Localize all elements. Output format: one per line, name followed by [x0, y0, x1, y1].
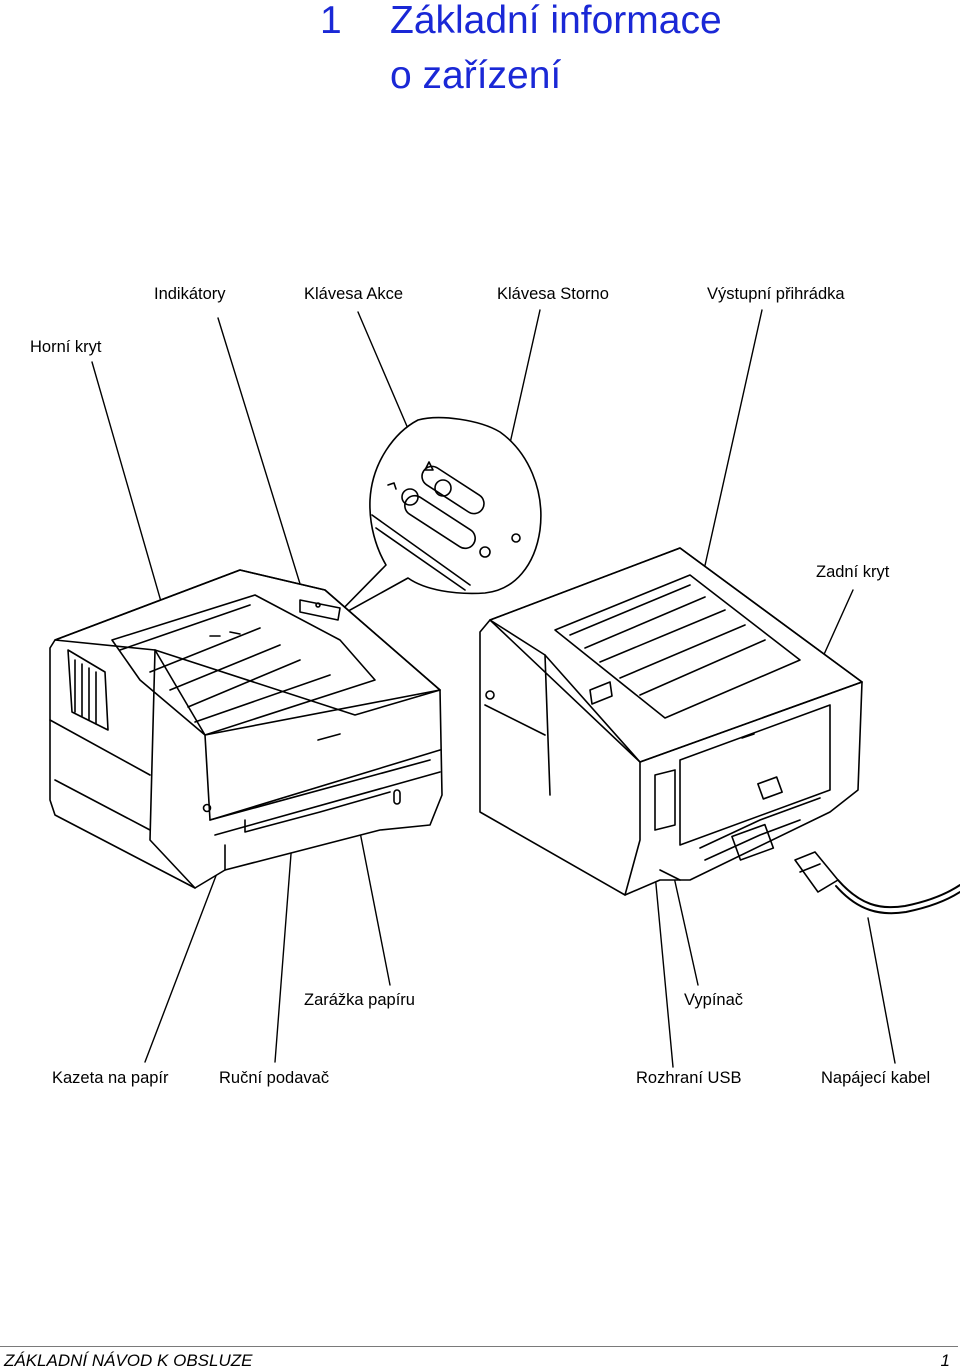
label-output-tray: Výstupní přihrádka	[707, 285, 845, 303]
chapter-number: 1	[320, 0, 342, 42]
label-indicators: Indikátory	[154, 285, 226, 303]
label-paper-stopper: Zarážka papíru	[304, 991, 415, 1009]
page-number: 1	[940, 1351, 950, 1370]
footer-title: ZÁKLADNÍ NÁVOD K OBSLUZE	[4, 1351, 253, 1370]
label-cancel-key: Klávesa Storno	[497, 285, 609, 303]
label-action-key: Klávesa Akce	[304, 285, 404, 303]
label-rear-cover: Zadní kryt	[816, 563, 890, 581]
chapter-title-line-1: Základní informace	[390, 0, 722, 42]
label-top-cover: Horní kryt	[30, 338, 102, 356]
label-usb-interface: Rozhraní USB	[636, 1069, 742, 1087]
label-power-switch: Vypínač	[684, 991, 744, 1009]
label-manual-feeder: Ruční podavač	[219, 1069, 330, 1087]
printer-illustration	[49, 309, 960, 1068]
control-panel-zoom	[331, 416, 542, 621]
printer-rear	[479, 547, 960, 915]
label-power-cord: Napájecí kabel	[821, 1069, 931, 1087]
label-paper-cassette: Kazeta na papír	[52, 1069, 169, 1087]
footer-divider	[0, 1346, 958, 1347]
printer-front	[49, 569, 443, 889]
chapter-title-line-2: o zařízení	[390, 54, 562, 97]
